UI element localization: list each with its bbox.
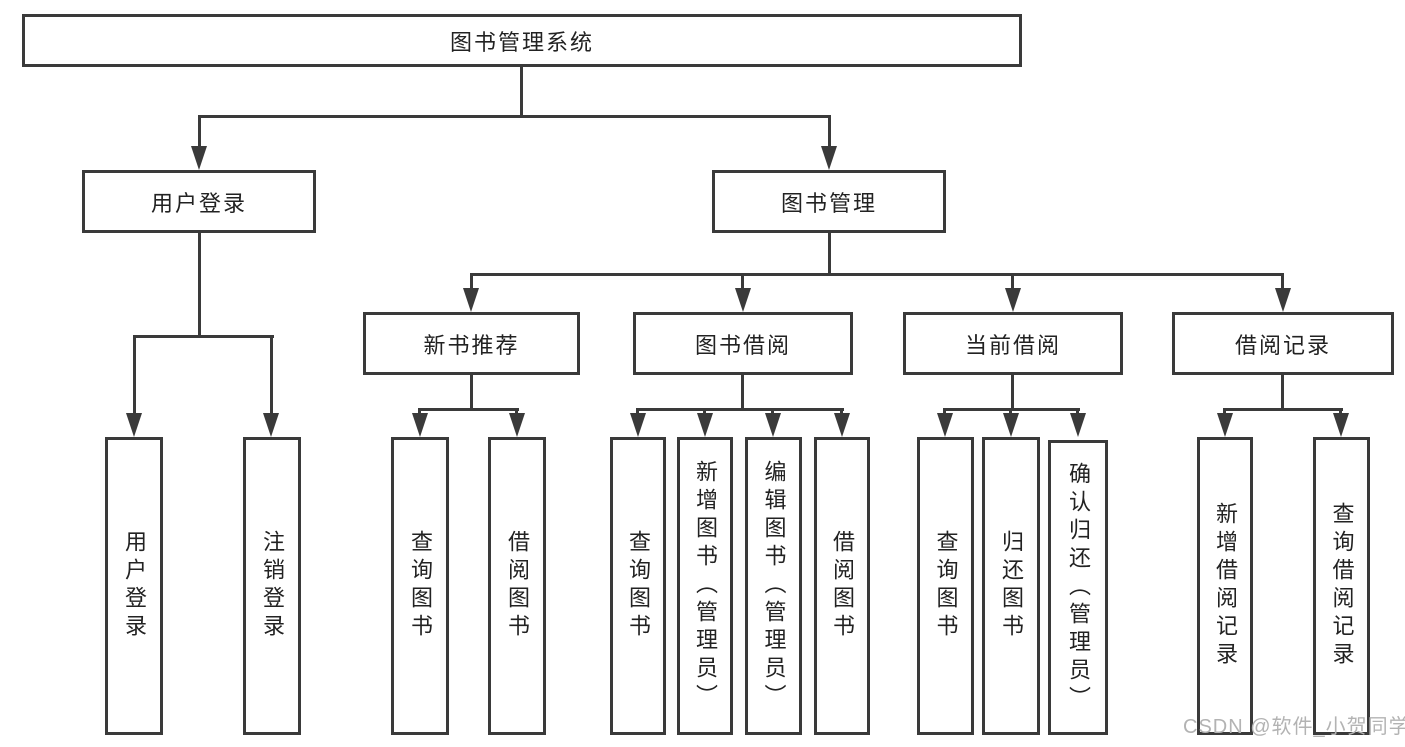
arrow-down-icon (1275, 288, 1291, 312)
connector-root-stem (520, 67, 523, 117)
arrow-down-icon (1005, 288, 1021, 312)
arrow-down-icon (509, 413, 525, 437)
arrow-down-icon (126, 413, 142, 437)
connector-leaf (418, 408, 421, 417)
connector-new-books-stem (470, 375, 473, 411)
connector-leaf (1076, 408, 1079, 417)
connector-leaf (943, 408, 946, 417)
arrow-down-icon (937, 413, 953, 437)
connector-current-borrow-stem (1011, 375, 1014, 411)
node-borrowing-records: 借阅记录 (1172, 312, 1394, 375)
connector-leaf (771, 408, 774, 417)
leaf-query-books-recommend: 查询图书 (391, 437, 449, 735)
leaf-query-borrow-record: 查询借阅记录 (1313, 437, 1370, 735)
arrow-down-icon (697, 413, 713, 437)
arrow-down-icon (735, 288, 751, 312)
arrow-down-icon (630, 413, 646, 437)
leaf-logout: 注销登录 (243, 437, 301, 735)
leaf-return-books: 归还图书 (982, 437, 1040, 735)
leaf-confirm-return-admin: 确认归还（管理员） (1048, 440, 1108, 735)
connector-leaf (1009, 408, 1012, 417)
arrow-down-icon (821, 146, 837, 170)
connector-leaf (636, 408, 639, 417)
connector-leaf (840, 408, 843, 417)
connector-to-borrow-records (1281, 273, 1284, 293)
arrow-down-icon (263, 413, 279, 437)
leaf-borrow-books-recommend: 借阅图书 (488, 437, 546, 735)
leaf-add-borrow-record: 新增借阅记录 (1197, 437, 1253, 735)
connector-to-book-mgmt (828, 115, 831, 153)
connector-to-new-books (470, 273, 473, 293)
arrow-down-icon (412, 413, 428, 437)
arrow-down-icon (1003, 413, 1019, 437)
connector-borrow-records-stem (1281, 375, 1284, 411)
leaf-query-books-current: 查询图书 (917, 437, 974, 735)
leaf-borrow-books: 借阅图书 (814, 437, 870, 735)
arrow-down-icon (191, 146, 207, 170)
connector-root-branch (198, 115, 831, 118)
arrow-down-icon (834, 413, 850, 437)
arrow-down-icon (463, 288, 479, 312)
connector-leaf (703, 408, 706, 417)
leaf-query-books: 查询图书 (610, 437, 666, 735)
node-user-login: 用户登录 (82, 170, 316, 233)
connector-to-user-login (198, 115, 201, 153)
connector-user-login-stem (198, 233, 201, 337)
connector-to-book-borrow (741, 273, 744, 293)
arrow-down-icon (1217, 413, 1233, 437)
connector-user-login-branch (133, 335, 274, 338)
connector-leaf (1339, 408, 1342, 417)
arrow-down-icon (765, 413, 781, 437)
connector-book-borrow-branch (637, 408, 844, 411)
connector-borrow-records-branch (1224, 408, 1343, 411)
node-new-book-recommend: 新书推荐 (363, 312, 580, 375)
connector-to-login (133, 335, 136, 417)
leaf-user-login: 用户登录 (105, 437, 163, 735)
connector-book-mgmt-stem (828, 233, 831, 276)
csdn-watermark: CSDN @软件_小贺同学 (1183, 716, 1405, 738)
node-library-management-system: 图书管理系统 (22, 14, 1022, 67)
node-book-management: 图书管理 (712, 170, 946, 233)
connector-book-borrow-stem (741, 375, 744, 411)
connector-to-current-borrow (1011, 273, 1014, 293)
arrow-down-icon (1070, 413, 1086, 437)
connector-new-books-branch (419, 408, 519, 411)
leaf-add-books-admin: 新增图书（管理员） (677, 437, 733, 735)
connector-book-mgmt-branch (470, 273, 1283, 276)
connector-to-logout (270, 335, 273, 417)
node-current-borrowing: 当前借阅 (903, 312, 1123, 375)
node-book-borrowing: 图书借阅 (633, 312, 853, 375)
leaf-edit-books-admin: 编辑图书（管理员） (745, 437, 802, 735)
connector-leaf (1223, 408, 1226, 417)
connector-leaf (515, 408, 518, 417)
arrow-down-icon (1333, 413, 1349, 437)
connector-current-borrow-branch (944, 408, 1080, 411)
